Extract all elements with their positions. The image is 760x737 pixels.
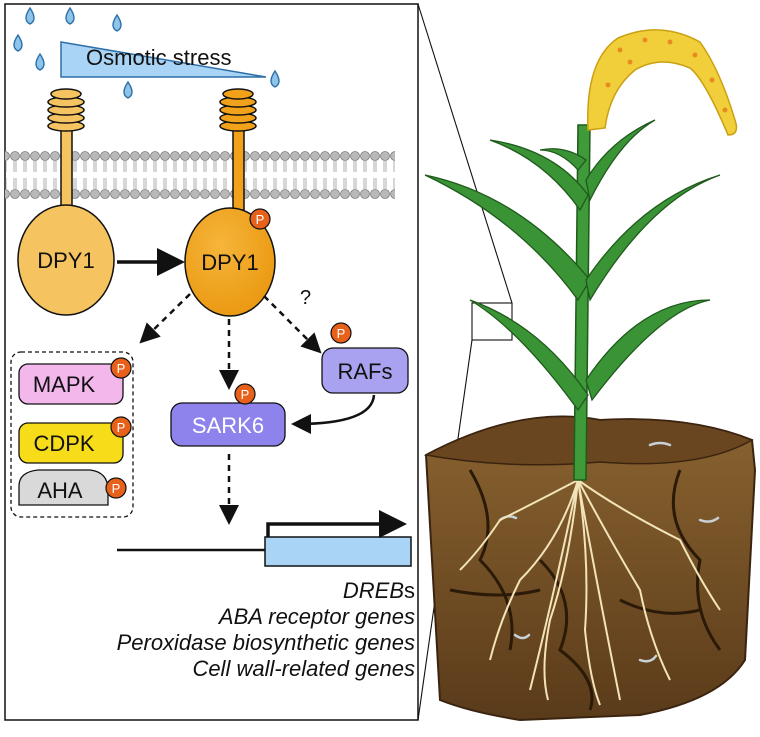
phospho-badge bbox=[249, 208, 271, 230]
dreb-suffix-text: s bbox=[404, 578, 415, 603]
gene-line-cell-wall: Cell wall-related genes bbox=[192, 656, 415, 681]
target-gene-list: DREBs ABA receptor genes Peroxidase bios… bbox=[117, 578, 415, 682]
rafs-to-sark6-arrow bbox=[291, 394, 376, 434]
kinase-cdpk: CDPK P bbox=[18, 416, 132, 464]
phospho-badge-label: P bbox=[112, 481, 121, 496]
water-drop-icon bbox=[270, 69, 280, 88]
gene-coding-box bbox=[264, 536, 412, 567]
rafs-label: RAFs bbox=[338, 359, 393, 384]
phospho-badge-label: P bbox=[241, 387, 250, 402]
unknown-link-mark: ? bbox=[300, 287, 311, 309]
water-drop-icon bbox=[35, 52, 45, 71]
phospho-badge-label: P bbox=[256, 212, 265, 227]
sark6-label: SARK6 bbox=[192, 413, 264, 438]
transcription-start-arrow bbox=[266, 510, 407, 538]
water-drop-icon bbox=[25, 6, 35, 25]
phospho-badge-label: P bbox=[117, 361, 126, 376]
sark6-node: SARK6 P bbox=[170, 383, 286, 447]
gene-line-peroxidase: Peroxidase biosynthetic genes bbox=[116, 630, 415, 655]
water-drop-icon bbox=[65, 6, 75, 25]
water-droplets bbox=[13, 6, 280, 99]
dashed-arrow-to-rafs bbox=[263, 295, 322, 354]
dpy1-receptor-inactive: DPY1 bbox=[17, 88, 115, 316]
water-drop-icon bbox=[13, 33, 23, 52]
dpy1-kinase-domain bbox=[184, 207, 276, 317]
dpy1-label-right: DPY1 bbox=[201, 250, 258, 275]
soil-block bbox=[423, 415, 757, 722]
dpy1-receptor-active: DPY1 P bbox=[184, 88, 276, 317]
dpy1-kinase-domain bbox=[17, 204, 115, 316]
gene-line-dreb: DREBs bbox=[117, 578, 415, 604]
dreb-italic-text: DREB bbox=[342, 578, 404, 603]
osmotic-gradient-wedge bbox=[60, 41, 267, 78]
water-drop-icon bbox=[123, 80, 133, 99]
plant-roots bbox=[459, 479, 721, 706]
phospho-badge-label: P bbox=[117, 420, 126, 435]
mapk-label: MAPK bbox=[33, 372, 96, 397]
maize-plant bbox=[424, 29, 738, 481]
phospho-badge-label: P bbox=[337, 326, 346, 341]
cdpk-label: CDPK bbox=[33, 431, 94, 456]
maize-tassel bbox=[587, 29, 738, 136]
aha-label: AHA bbox=[37, 478, 83, 503]
rafs-node: RAFs P bbox=[321, 322, 409, 394]
water-drop-icon bbox=[112, 13, 122, 32]
kinase-aha: AHA P bbox=[18, 469, 127, 506]
kinase-group-box bbox=[10, 351, 134, 518]
gene-line-aba: ABA receptor genes bbox=[218, 604, 415, 629]
kinase-mapk: MAPK P bbox=[18, 357, 132, 405]
dpy1-label-left: DPY1 bbox=[37, 248, 94, 273]
osmotic-stress-label: Osmotic stress bbox=[86, 45, 231, 70]
